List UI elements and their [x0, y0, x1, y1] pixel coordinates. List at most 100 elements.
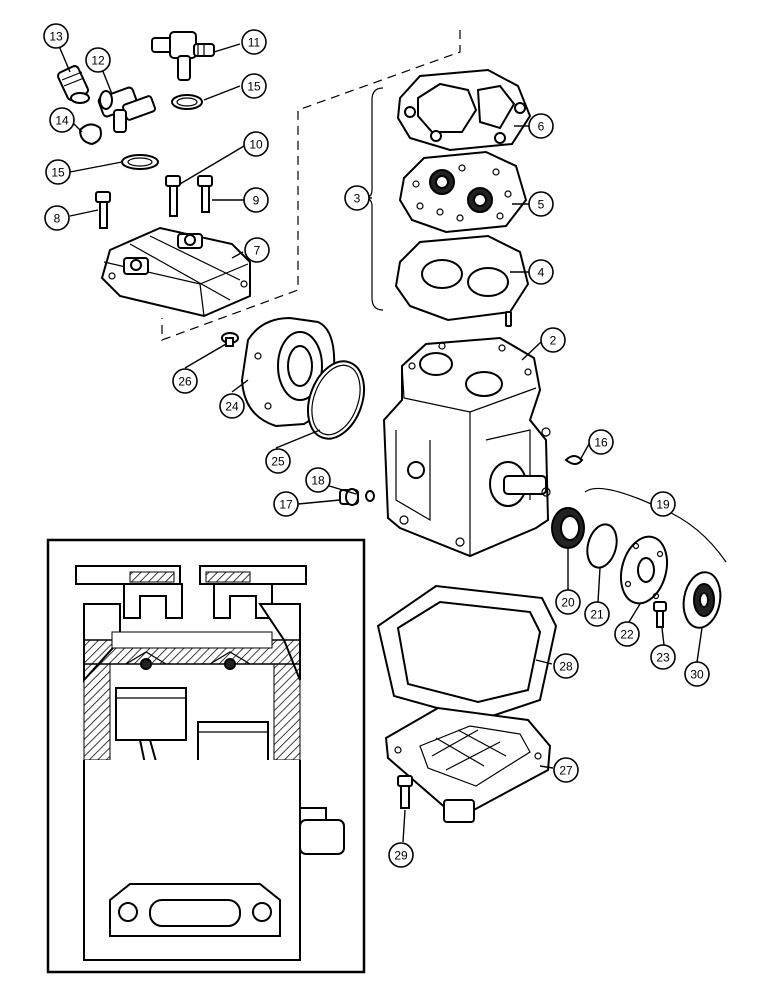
valve-cap-13	[57, 65, 90, 104]
gasket-4	[394, 234, 530, 327]
pulley-30	[682, 571, 722, 629]
callout-15: 15	[45, 159, 71, 185]
o-ring-15-top	[171, 94, 203, 110]
callout-24: 24	[219, 393, 245, 419]
callout-number: 30	[690, 668, 704, 682]
callout-circle	[553, 653, 579, 679]
callout-circle	[172, 368, 198, 394]
bolt-29	[397, 775, 413, 809]
callout-14: 14	[49, 107, 75, 133]
callout-number: 10	[249, 138, 263, 152]
callout-circle	[528, 191, 554, 217]
callout-29: 29	[388, 842, 414, 868]
callout-number: 29	[394, 849, 408, 863]
callout-number: 6	[538, 120, 545, 134]
callout-labels: 2345678910111213141515161718192021222324…	[43, 23, 710, 868]
callout-circle	[614, 621, 640, 647]
seal-plate-22	[619, 535, 669, 605]
callout-circle	[85, 47, 111, 73]
callout-23: 23	[650, 644, 676, 670]
callout-number: 16	[594, 436, 608, 450]
callout-number: 15	[51, 166, 65, 180]
callout-28: 28	[553, 653, 579, 679]
callout-circle	[584, 601, 610, 627]
callout-circle	[243, 187, 269, 213]
o-ring-25	[306, 360, 366, 440]
callout-3: 3	[344, 185, 370, 211]
callout-number: 13	[49, 30, 63, 44]
callout-10: 10	[243, 131, 269, 157]
callout-number: 20	[561, 596, 575, 610]
callout-circle	[553, 757, 579, 783]
valve-plate-5	[398, 150, 528, 234]
callout-19: 19	[650, 491, 676, 517]
service-valve-12	[97, 86, 156, 133]
callout-number: 14	[55, 114, 69, 128]
callout-circle	[241, 73, 267, 99]
callout-circle	[241, 29, 267, 55]
callout-number: 9	[253, 194, 260, 208]
callout-number: 23	[656, 651, 670, 665]
callout-circle	[388, 842, 414, 868]
gasket-28	[376, 584, 558, 722]
callout-number: 26	[178, 375, 192, 389]
callout-number: 4	[538, 266, 545, 280]
callout-number: 3	[354, 192, 361, 206]
callout-8: 8	[44, 205, 70, 231]
shaft-seal-20	[551, 507, 585, 549]
callout-15: 15	[241, 73, 267, 99]
callout-17: 17	[273, 491, 299, 517]
bolt-9	[197, 175, 213, 213]
callout-number: 12	[91, 54, 105, 68]
callout-circle	[684, 661, 710, 687]
callout-9: 9	[243, 187, 269, 213]
callout-circle	[44, 205, 70, 231]
callout-number: 22	[620, 628, 634, 642]
plug-14	[78, 123, 102, 146]
callout-27: 27	[553, 757, 579, 783]
callout-30: 30	[684, 661, 710, 687]
callout-circle	[528, 113, 554, 139]
gasket-6	[396, 68, 532, 152]
callout-number: 28	[559, 660, 573, 674]
callout-circle	[305, 467, 331, 493]
callout-circle	[244, 237, 270, 263]
callout-7: 7	[244, 237, 270, 263]
o-ring-21	[586, 523, 618, 569]
callout-11: 11	[241, 29, 267, 55]
screw-26	[221, 332, 239, 347]
callout-circle	[219, 393, 245, 419]
callout-2: 2	[540, 327, 566, 353]
callout-6: 6	[528, 113, 554, 139]
callout-number: 19	[656, 498, 670, 512]
bottom-plate-27	[384, 706, 552, 823]
callout-number: 11	[248, 36, 261, 50]
bolt-23	[653, 601, 667, 628]
callout-number: 7	[254, 244, 261, 258]
callout-4: 4	[528, 259, 554, 285]
cutaway-inset	[46, 538, 366, 974]
compressor-body-2	[382, 336, 551, 558]
callout-number: 18	[311, 474, 325, 488]
callout-number: 8	[54, 212, 61, 226]
callout-circle	[555, 589, 581, 615]
bolt-10	[165, 175, 181, 217]
callout-number: 15	[247, 80, 261, 94]
callout-5: 5	[528, 191, 554, 217]
callout-number: 27	[559, 764, 573, 778]
callout-26: 26	[172, 368, 198, 394]
o-ring-18	[365, 490, 375, 502]
callout-20: 20	[555, 589, 581, 615]
callout-number: 25	[271, 455, 285, 469]
dashed-group-outline	[161, 30, 461, 341]
callout-25: 25	[265, 448, 291, 474]
callout-13: 13	[43, 23, 69, 49]
callout-number: 24	[225, 400, 239, 414]
callout-circle	[650, 491, 676, 517]
bolt-8	[95, 191, 111, 229]
callout-number: 2	[550, 334, 557, 348]
callout-16: 16	[588, 429, 614, 455]
callout-circle	[273, 491, 299, 517]
callout-circle	[243, 131, 269, 157]
